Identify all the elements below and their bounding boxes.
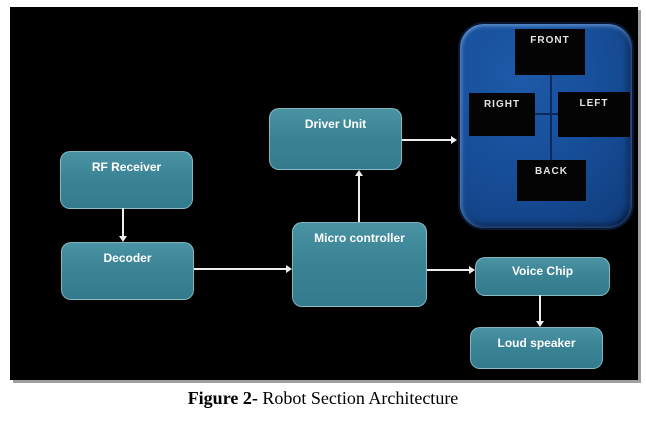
node-label: Loud speaker [497, 336, 576, 350]
remote-panel: FRONT RIGHT LEFT BACK [458, 22, 634, 230]
arrow-mcu-to-driver-head [355, 170, 363, 176]
arrow-decoder-to-mcu-line [194, 268, 286, 270]
node-driver-unit: Driver Unit [269, 108, 402, 170]
robot-architecture-diagram: RF Receiver Decoder Driver Unit Micro co… [10, 7, 638, 380]
key-label: LEFT [579, 98, 609, 109]
key-label: BACK [535, 166, 568, 177]
key-label: RIGHT [483, 99, 521, 110]
arrow-mcu-to-voicechip-head [469, 266, 475, 274]
node-voice-chip: Voice Chip [475, 257, 610, 296]
arrow-rf-to-decoder-line [122, 208, 124, 236]
arrow-driver-to-panel-line [402, 139, 451, 141]
node-label: Micro controller [314, 231, 405, 245]
node-label: RF Receiver [91, 160, 162, 174]
node-label: Driver Unit [304, 117, 367, 131]
key-front: FRONT [515, 29, 585, 75]
arrow-mcu-to-driver-line [358, 176, 360, 222]
figure-caption: Figure 2- Robot Section Architecture [0, 388, 646, 409]
arrow-rf-to-decoder-head [119, 236, 127, 242]
arrow-decoder-to-mcu-head [286, 265, 292, 273]
node-micro-controller: Micro controller [292, 222, 427, 307]
arrow-voicechip-to-speaker-line [539, 295, 541, 321]
node-decoder: Decoder [61, 242, 194, 300]
node-label: Voice Chip [511, 264, 574, 278]
key-right: RIGHT [469, 93, 535, 136]
panel-connector-horizontal [535, 113, 558, 115]
figure-caption-number: Figure 2- [187, 388, 258, 408]
key-left: LEFT [558, 92, 630, 137]
figure-caption-title: Robot Section Architecture [257, 388, 459, 408]
panel-connector-vertical [550, 75, 552, 160]
node-rf-receiver: RF Receiver [60, 151, 193, 209]
node-label: Decoder [103, 251, 152, 265]
arrow-voicechip-to-speaker-head [536, 321, 544, 327]
arrow-driver-to-panel-head [451, 136, 457, 144]
key-label: FRONT [530, 35, 570, 46]
node-loud-speaker: Loud speaker [470, 327, 603, 369]
arrow-mcu-to-voicechip-line [427, 269, 469, 271]
key-back: BACK [517, 160, 586, 201]
